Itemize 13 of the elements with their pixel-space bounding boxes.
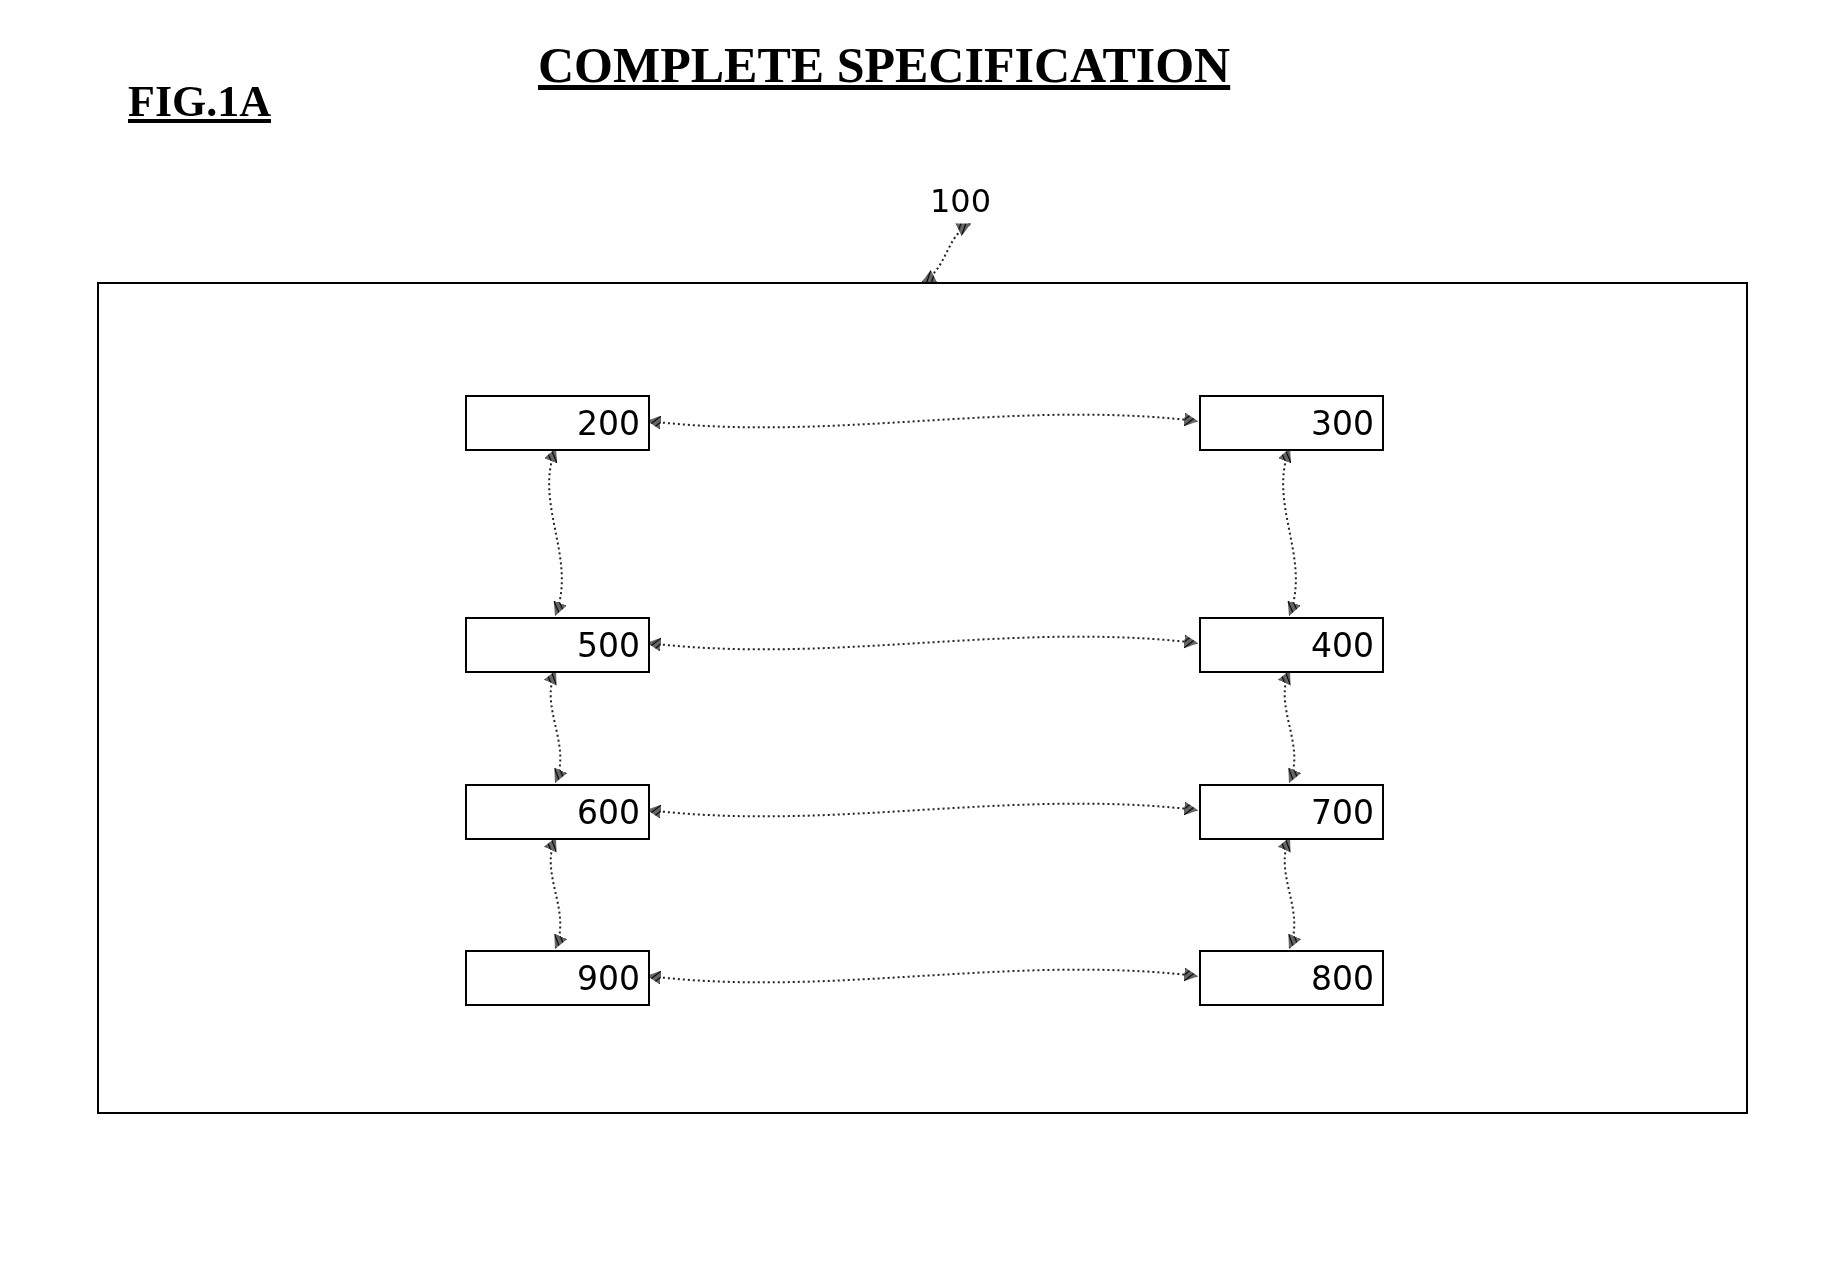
component-box: 200: [465, 395, 650, 451]
component-box: 500: [465, 617, 650, 673]
heading: COMPLETE SPECIFICATION: [538, 40, 1231, 90]
component-box: 900: [465, 950, 650, 1006]
component-box: 600: [465, 784, 650, 840]
component-box: 400: [1199, 617, 1384, 673]
leader-line: [921, 223, 971, 283]
system-boundary-box: [97, 282, 1748, 1114]
component-box: 300: [1199, 395, 1384, 451]
component-box: 700: [1199, 784, 1384, 840]
reference-numeral: 100: [930, 178, 1010, 224]
figure-label: FIG.1A: [128, 80, 271, 124]
component-box: 800: [1199, 950, 1384, 1006]
